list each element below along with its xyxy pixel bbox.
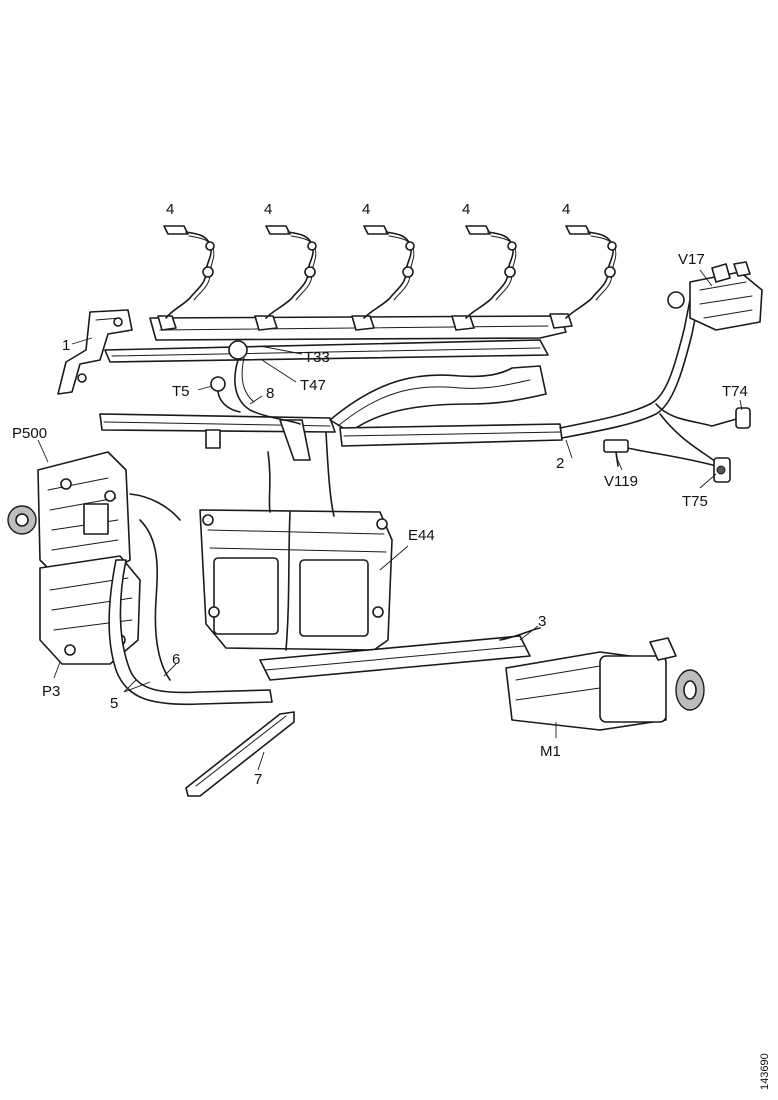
callout-t74: T74 <box>722 383 748 400</box>
m1-starter-motor <box>505 637 705 731</box>
callout-4d: 4 <box>462 201 470 218</box>
callout-t5: T5 <box>172 383 190 400</box>
callout-t33: T33 <box>304 349 330 366</box>
callout-4e: 4 <box>562 201 570 218</box>
callout-8: 8 <box>266 385 274 402</box>
callout-m1: M1 <box>540 743 561 760</box>
callout-1: 1 <box>62 337 70 354</box>
callout-t47: T47 <box>300 377 326 394</box>
callout-v119: V119 <box>604 473 638 490</box>
callout-t75: T75 <box>682 493 708 510</box>
main-harness <box>329 299 741 467</box>
v119-sensor <box>603 439 629 467</box>
injector-lead-1 <box>163 225 215 319</box>
injector-lead-5 <box>565 225 617 319</box>
e44-control-unit <box>199 431 393 651</box>
lower-starter-harness <box>259 627 541 681</box>
injector-lead-2 <box>265 225 317 319</box>
callout-6: 6 <box>172 651 180 668</box>
callout-e44: E44 <box>408 527 435 544</box>
left-bracket <box>57 309 133 395</box>
callout-labels: 4 4 4 4 4 V17 1 T33 T47 T5 8 T74 P500 2 … <box>12 201 748 788</box>
lower-harness-band <box>99 413 336 461</box>
callout-5: 5 <box>110 695 118 712</box>
battery-cables <box>108 493 273 706</box>
callout-4c: 4 <box>362 201 370 218</box>
callout-4a: 4 <box>166 201 174 218</box>
t74-sensor <box>735 407 751 429</box>
callout-p3: P3 <box>42 683 60 700</box>
leader-lines <box>37 269 743 771</box>
callout-p500: P500 <box>12 425 47 442</box>
figure-id: 143690 <box>759 1053 771 1090</box>
callout-v17: V17 <box>678 251 705 268</box>
t5-t33-t47-sensor-group <box>210 340 301 425</box>
v17-connector <box>667 261 763 331</box>
injector-lead-4 <box>465 225 517 319</box>
ground-strap <box>185 711 295 797</box>
t75-sensor <box>713 457 731 483</box>
injector-harness-rail <box>104 313 573 363</box>
callout-2: 2 <box>556 455 564 472</box>
callout-7: 7 <box>254 771 262 788</box>
injector-lead-3 <box>363 225 415 319</box>
callout-4b: 4 <box>264 201 272 218</box>
callout-3: 3 <box>538 613 546 630</box>
